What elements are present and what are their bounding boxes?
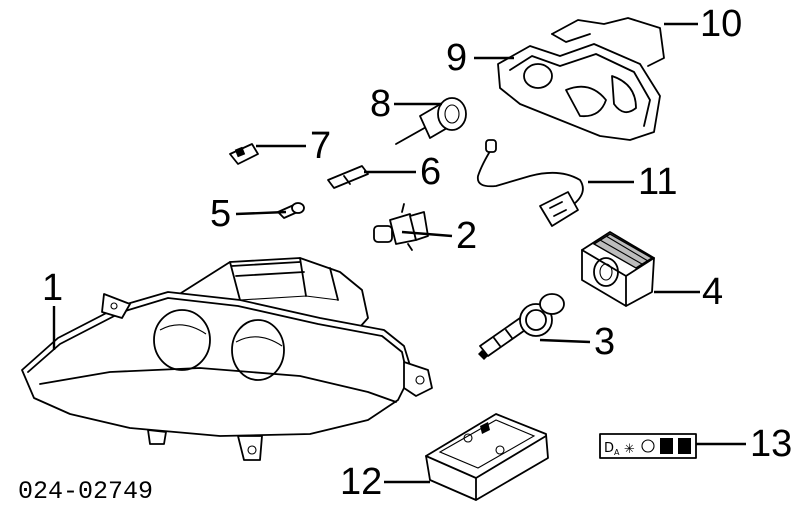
bulb-socket-2 [373, 203, 429, 251]
small-bulb-5 [277, 202, 305, 219]
callout-13: 13 [750, 423, 792, 465]
label-plate-circle-icon [641, 439, 655, 453]
headlight-assembly [21, 257, 433, 461]
label-plate-star: ✳ [624, 442, 635, 457]
label-plate-block-icon [660, 438, 673, 454]
diagram-id: 024-02749 [18, 477, 153, 506]
callout-10: 10 [700, 3, 742, 45]
callout-labels: 1 2 3 4 5 6 7 8 9 10 11 12 13 [42, 3, 792, 503]
xenon-bulb-3 [478, 293, 565, 360]
callout-1: 1 [42, 267, 63, 309]
callout-2: 2 [456, 215, 477, 257]
callout-12: 12 [340, 461, 382, 503]
callout-6: 6 [420, 151, 441, 193]
warning-label-13: D A ✳ [599, 433, 697, 459]
label-plate-sub: A [614, 448, 620, 457]
wedge-bulb-6 [327, 165, 369, 189]
callout-11: 11 [638, 161, 677, 203]
callout-9: 9 [446, 37, 467, 79]
wiring-lead-11 [476, 139, 584, 227]
control-unit-12 [425, 413, 549, 501]
bulb-holder-8 [395, 97, 467, 145]
callout-7: 7 [310, 125, 331, 167]
callout-3: 3 [594, 321, 615, 363]
callout-5: 5 [210, 193, 231, 235]
small-socket-7 [229, 143, 259, 165]
igniter-block-4 [581, 231, 655, 307]
label-plate-block-icon [678, 438, 691, 454]
callout-8: 8 [370, 83, 391, 125]
leader-lines [52, 22, 746, 484]
label-plate-prefix: D [604, 441, 614, 456]
spring-clip-10 [551, 17, 665, 67]
callout-4: 4 [702, 271, 723, 313]
rear-cover-9 [497, 43, 661, 141]
